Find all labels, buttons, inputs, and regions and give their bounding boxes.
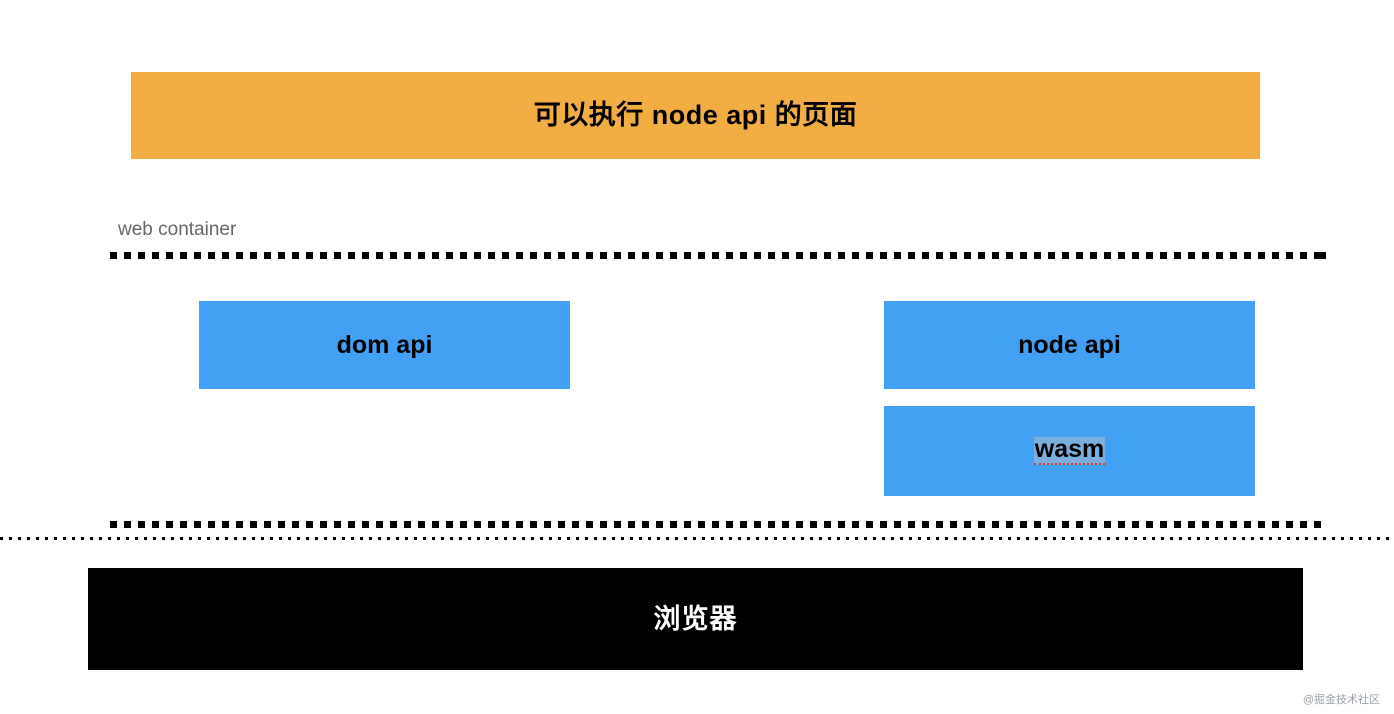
web-container-border-top (110, 252, 1326, 259)
web-container-border-bottom (110, 521, 1326, 528)
page-banner: 可以执行 node api 的页面 (131, 72, 1260, 159)
browser-bar-label: 浏览器 (653, 603, 738, 634)
block-wasm-label: wasm (1033, 435, 1106, 465)
block-dom-api-label: dom api (336, 330, 433, 359)
web-container-border-right (1319, 252, 1326, 528)
watermark: @掘金技术社区 (1302, 694, 1380, 706)
block-node-api: node api (884, 301, 1255, 389)
browser-bar: 浏览器 (88, 568, 1303, 670)
web-container-border-left (110, 252, 117, 528)
web-container-caption: web container (118, 219, 237, 240)
web-container-region (110, 252, 1326, 528)
block-node-api-label: node api (1018, 330, 1121, 359)
block-dom-api: dom api (199, 301, 570, 389)
page-banner-label: 可以执行 node api 的页面 (533, 100, 858, 130)
browser-boundary-line (0, 537, 1394, 540)
block-wasm: wasm (884, 406, 1255, 496)
